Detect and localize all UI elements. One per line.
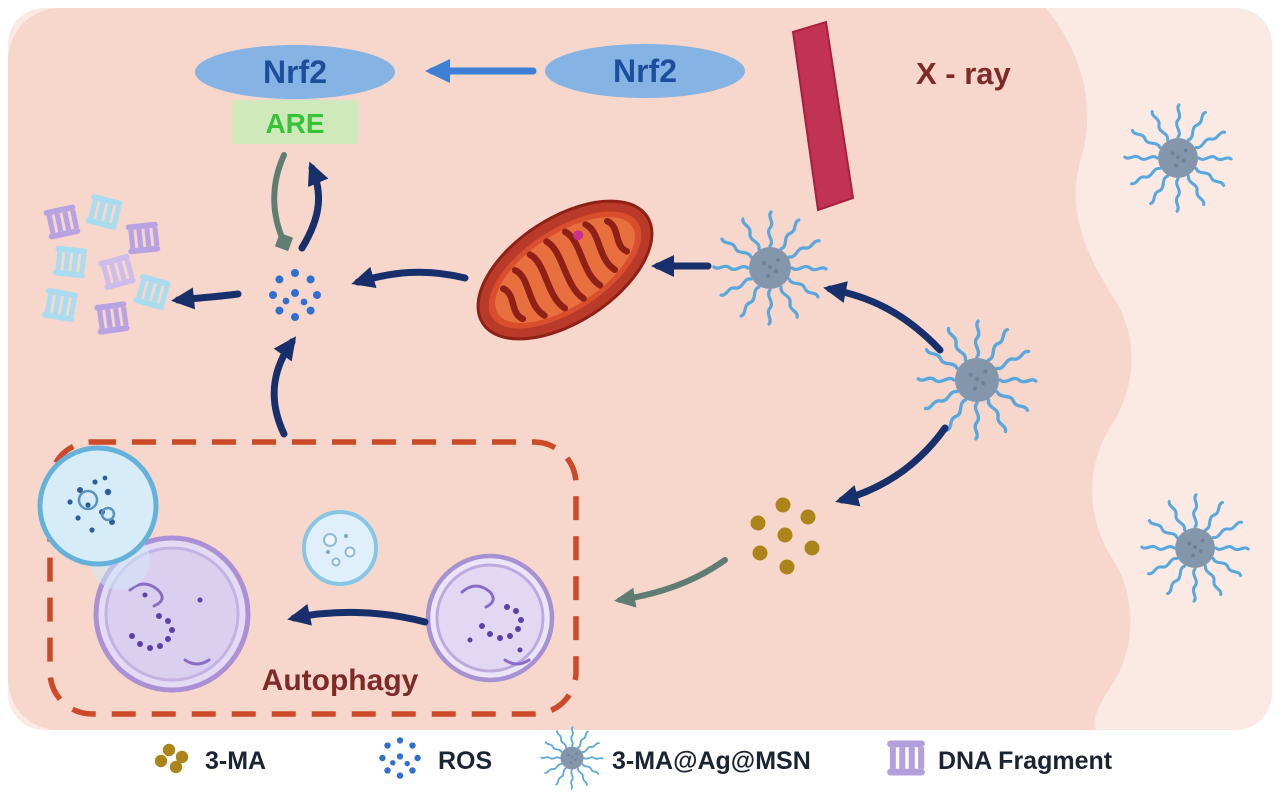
nrf2-nucleus-label: Nrf2 <box>263 54 327 90</box>
arrow-autophagy-to-ros <box>270 336 297 438</box>
lysosome <box>302 510 378 586</box>
pathway-arrows <box>171 152 949 626</box>
nrf2-cytoplasm: Nrf2 <box>545 44 745 98</box>
are-box: ARE <box>232 100 358 144</box>
legend-label-nanoparticle: 3-MA@Ag@MSN <box>612 747 811 775</box>
arrow-np-to-np <box>823 281 944 354</box>
legend-label-dna: DNA Fragment <box>938 747 1113 775</box>
arrow-3ma-to-autophagy <box>614 557 728 608</box>
ros-cluster <box>269 269 321 321</box>
ros-dots-icon <box>379 737 421 779</box>
three-ma-cluster <box>750 497 820 575</box>
arrow-are-inhibits-ros <box>271 152 294 252</box>
autophagy-label: Autophagy <box>262 664 419 697</box>
arrow-autophagosome-to-autolysosome <box>287 603 429 626</box>
arrow-mito-to-ros <box>351 266 469 289</box>
dna-fragment-icon <box>887 740 925 776</box>
legend-label-ros: ROS <box>438 747 492 775</box>
xray-label: X - ray <box>916 56 1012 91</box>
mito-granule <box>573 230 584 241</box>
legend-label-3ma: 3-MA <box>205 747 266 775</box>
three-ma-dots-icon <box>154 743 189 774</box>
arrow-ros-to-nrf2 <box>298 161 329 252</box>
arrow-ros-to-dna <box>171 287 242 310</box>
xray-beam <box>791 20 855 212</box>
arrow-np-to-3ma <box>835 424 949 507</box>
nanoparticle-icon <box>540 726 604 790</box>
nrf2-cytoplasm-label: Nrf2 <box>613 53 677 89</box>
mitochondria <box>476 199 654 341</box>
are-label: ARE <box>265 108 324 139</box>
autophagy-box <box>47 439 579 717</box>
autophagosome <box>425 553 555 683</box>
legend: 3-MA ROS 3-MA@Ag@MSN DNA Fragment <box>154 726 1113 790</box>
autolysosome <box>37 445 251 693</box>
nrf2-nucleus: Nrf2 <box>195 45 395 99</box>
